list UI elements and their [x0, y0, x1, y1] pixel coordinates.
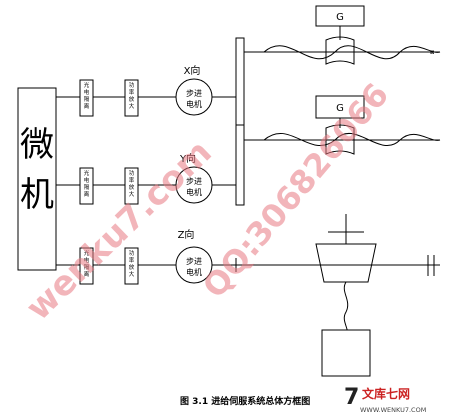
opto-isolator-box-y [79, 167, 94, 205]
upper-screw-assembly: G ⊠ [244, 5, 441, 65]
z-axis-assembly [300, 214, 440, 377]
stepper-motor-label: 步进 [186, 89, 202, 98]
power-amp-label: 率 [129, 88, 135, 96]
svg-text:7: 7 [344, 385, 359, 410]
watermark-2: QQ:306826066 [195, 76, 396, 305]
axis-label: Z向 [178, 228, 195, 241]
axis-label: X向 [184, 64, 201, 77]
opto-isolator-label: 隔 [84, 263, 90, 271]
power-amp-label: 功 [129, 249, 135, 257]
opto-isolator-label: 光 [84, 249, 90, 257]
middle-screw-assembly: G [244, 95, 441, 155]
power-amp-label: 放 [129, 263, 135, 271]
opto-isolator-label: 隔 [84, 95, 90, 103]
power-amp-box-x [124, 79, 139, 117]
row-x [56, 37, 245, 135]
opto-isolator-label: 隔 [84, 183, 90, 191]
power-amp-label: 率 [129, 256, 135, 264]
opto-isolator-box-z [79, 247, 94, 285]
axis-label: Y向 [179, 152, 196, 165]
opto-isolator-box-x [79, 79, 94, 117]
stepper-motor-label: 电机 [186, 99, 202, 109]
site-logo: 7 文库七网 WWW.WENKU7.COM [344, 385, 426, 414]
workpiece-box [321, 329, 371, 377]
power-amp-label: 功 [129, 81, 135, 89]
opto-isolator-label: 电 [84, 88, 90, 96]
opto-isolator-label: 光 [84, 81, 90, 89]
row-y [56, 124, 245, 206]
opto-isolator-label: 电 [84, 256, 90, 264]
bearing-mark: ⊠ [430, 50, 435, 56]
opto-isolator-label: 电 [84, 176, 90, 184]
figure-caption: 图 3.1 进给伺服系统总体方框图 [180, 395, 310, 407]
microcomputer-label-2: 机 [20, 175, 54, 215]
opto-isolator-label: 离 [84, 190, 90, 198]
opto-isolator-label: 离 [84, 270, 90, 278]
opto-isolator-label: 光 [84, 169, 90, 177]
power-amp-label: 大 [129, 190, 135, 198]
microcomputer-label-1: 微 [20, 125, 54, 165]
microcomputer-box [17, 87, 57, 271]
stepper-motor-label: 步进 [186, 177, 202, 186]
logo-brand: 文库七网 [362, 386, 410, 401]
power-amp-label: 大 [129, 102, 135, 110]
row-z [56, 246, 300, 285]
power-amp-label: 大 [129, 270, 135, 278]
power-amp-box-y [124, 167, 139, 205]
stepper-motor-label: 电机 [186, 267, 202, 277]
power-amp-label: 放 [129, 183, 135, 191]
power-amp-label: 率 [129, 176, 135, 184]
opto-isolator-label: 离 [84, 102, 90, 110]
power-amp-label: 放 [129, 95, 135, 103]
power-amp-label: 功 [129, 169, 135, 177]
logo-url: WWW.WENKU7.COM [360, 406, 426, 414]
stepper-motor-label: 电机 [186, 187, 202, 197]
power-amp-box-z [124, 247, 139, 285]
generator-label-1: G [336, 12, 344, 23]
stepper-motor-label: 步进 [186, 257, 202, 266]
generator-label-2: G [336, 103, 344, 114]
